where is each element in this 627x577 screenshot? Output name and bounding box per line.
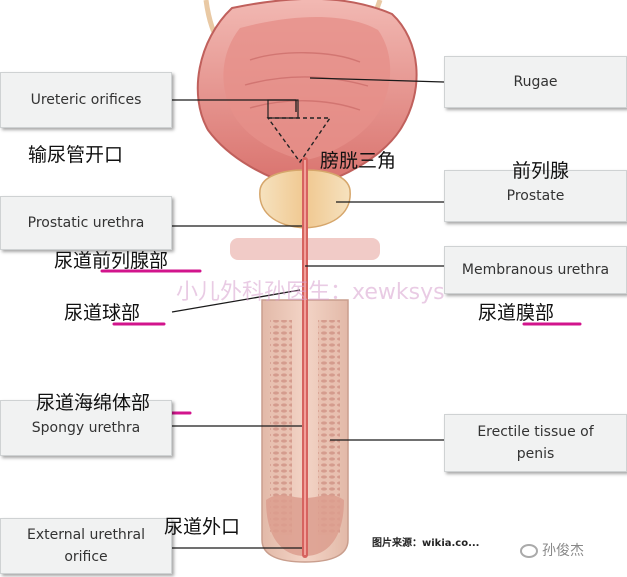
corpus-spongiosum-right <box>318 320 340 535</box>
callout-membranous-urethra: Membranous urethra <box>444 246 627 294</box>
callout-erectile-tissue: Erectile tissue of penis <box>444 414 627 472</box>
cn-label-prostate: 前列腺 <box>512 160 570 182</box>
cn-label-trigone: 膀胱三角 <box>320 150 397 172</box>
cn-label-bulbar-urethra: 尿道球部 <box>64 302 141 324</box>
watermark-text: 小儿外科孙医生：xewksys <box>176 280 445 305</box>
callout-external-line1: External urethral <box>26 527 146 543</box>
callout-membranous-urethra-label: Membranous urethra <box>461 262 610 278</box>
leader-bulbar <box>171 289 301 313</box>
callout-prostate-label: Prostate <box>506 188 565 204</box>
cn-label-prostatic-urethra: 尿道前列腺部 <box>54 250 169 272</box>
corpus-spongiosum-left <box>270 320 292 535</box>
callout-erectile-line2: penis <box>516 446 555 462</box>
callout-ureteric-orifices-label: Ureteric orifices <box>30 92 142 108</box>
callout-prostatic-urethra: Prostatic urethra <box>0 196 172 250</box>
cn-label-membranous-urethra: 尿道膜部 <box>478 302 555 324</box>
bladder-inner <box>223 16 391 160</box>
author-credit: 孙俊杰 <box>520 540 584 560</box>
source-credit: 图片来源：wikia.co... <box>372 538 480 549</box>
callout-prostate: Prostate <box>444 170 627 222</box>
callout-spongy-urethra: Spongy urethra <box>0 400 172 456</box>
trigone-outline <box>266 117 332 164</box>
author-name: 孙俊杰 <box>542 543 584 559</box>
callout-external-line2: orifice <box>64 549 108 565</box>
leader-rugae <box>309 77 445 83</box>
wechat-icon <box>520 544 538 558</box>
callout-erectile-line1: Erectile tissue of <box>477 424 594 440</box>
cn-label-spongy-urethra: 尿道海绵体部 <box>36 392 151 414</box>
callout-rugae: Rugae <box>444 56 627 108</box>
callout-rugae-label: Rugae <box>513 74 558 90</box>
cn-label-external-orifice: 尿道外口 <box>164 516 241 538</box>
callout-external-orifice: External urethral orifice <box>0 518 172 574</box>
callout-prostatic-urethra-label: Prostatic urethra <box>27 215 145 231</box>
cn-label-ureteric-orifices: 输尿管开口 <box>28 144 124 166</box>
callout-spongy-urethra-label: Spongy urethra <box>31 420 141 436</box>
callout-ureteric-orifices: Ureteric orifices <box>0 72 172 128</box>
